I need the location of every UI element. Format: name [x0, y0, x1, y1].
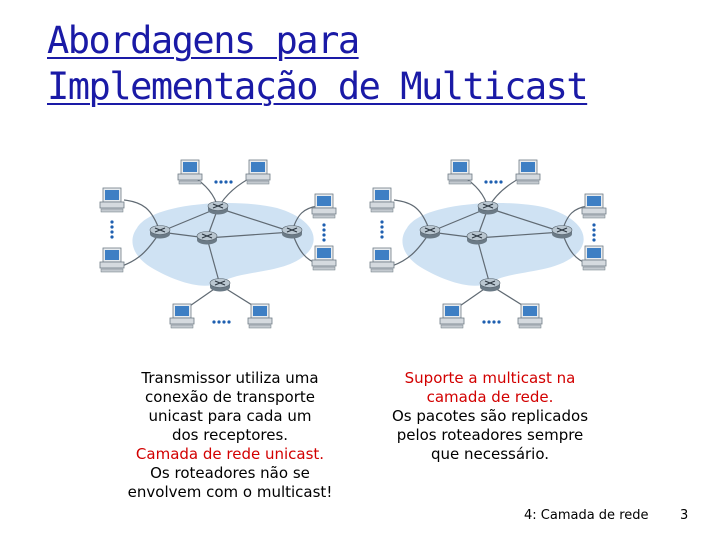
multicast-caption: Suporte a multicast na camada de rede. O… [365, 369, 615, 464]
computer-icon [518, 304, 542, 328]
caption-line: Os roteadores não se [100, 464, 360, 483]
multicast-network-diagram [362, 150, 622, 340]
caption-line-highlight: camada de rede. [365, 388, 615, 407]
footer-label: 4: Camada de rede [524, 508, 649, 523]
computer-icon [312, 194, 336, 218]
router-icon [210, 279, 230, 292]
router-icon [467, 232, 487, 245]
computer-icon [100, 188, 124, 212]
computer-icon [246, 160, 270, 184]
computer-icon [516, 160, 540, 184]
router-icon [197, 232, 217, 245]
router-icon [480, 279, 500, 292]
caption-line: Transmissor utiliza uma [100, 369, 360, 388]
router-icon [552, 226, 572, 239]
computer-icon [370, 188, 394, 212]
router-icon [208, 202, 228, 215]
caption-line: envolvem com o multicast! [100, 483, 360, 502]
computer-icon [582, 194, 606, 218]
slide-title: Abordagens para Implementação de Multica… [47, 18, 587, 110]
router-icon [150, 226, 170, 239]
caption-line-highlight: Suporte a multicast na [365, 369, 615, 388]
computer-icon [370, 248, 394, 272]
caption-line-highlight: Camada de rede unicast. [100, 445, 360, 464]
title-line-2: Implementação de Multicast [47, 64, 587, 110]
computer-icon [178, 160, 202, 184]
computer-icon [170, 304, 194, 328]
caption-line: pelos roteadores sempre [365, 426, 615, 445]
router-icon [420, 226, 440, 239]
router-icon [282, 226, 302, 239]
computer-icon [248, 304, 272, 328]
router-icon [478, 202, 498, 215]
computer-icon [440, 304, 464, 328]
page-number: 3 [680, 508, 688, 523]
caption-line: que necessário. [365, 445, 615, 464]
caption-line: unicast para cada um [100, 407, 360, 426]
computer-icon [448, 160, 472, 184]
caption-line: dos receptores. [100, 426, 360, 445]
caption-line: Os pacotes são replicados [365, 407, 615, 426]
computer-icon [312, 246, 336, 270]
unicast-network-diagram [92, 150, 352, 340]
unicast-caption: Transmissor utiliza uma conexão de trans… [100, 369, 360, 502]
computer-icon [582, 246, 606, 270]
title-line-1: Abordagens para [47, 18, 587, 64]
caption-line: conexão de transporte [100, 388, 360, 407]
computer-icon [100, 248, 124, 272]
